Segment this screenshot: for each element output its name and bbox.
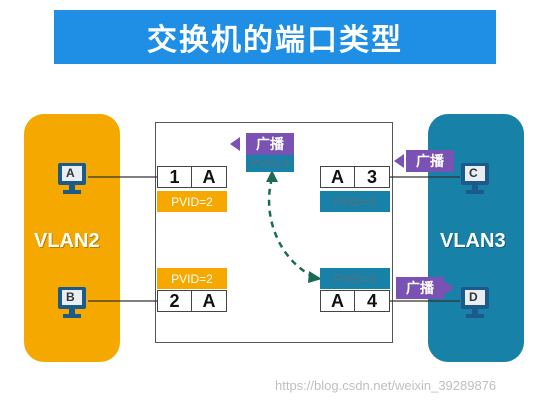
host-d-label: D [469,290,478,304]
port-4-row: A 4 [320,290,390,312]
broadcast-label-c: 广播 [406,150,454,172]
broadcast-arrow-icon [444,281,454,295]
page-title: 交换机的端口类型 [147,23,403,58]
vlan3-label: VLAN3 [440,230,506,252]
port-type-tag: A [320,166,355,188]
computer-icon [58,287,86,318]
broadcast-arrow-icon [230,137,240,151]
computer-icon [58,163,86,194]
host-c-label: C [469,166,478,180]
broadcast-label-d: 广播 [396,277,444,299]
broadcast-arrow-icon [394,154,404,168]
host-a-label: A [66,166,75,180]
dashed-arrow-head-bottom [308,271,322,283]
port-1-row: 1 A [157,166,227,188]
port-number: 1 [157,166,192,188]
vlan2-label: VLAN2 [34,230,100,252]
vlan2-panel [24,114,120,362]
port-1-pvid: PVID=2 [157,191,227,212]
port-2-pvid: PVID=2 [157,268,227,289]
computer-icon [461,163,489,194]
watermark-text: https://blog.csdn.net/weixin_39289876 [275,378,497,393]
port-type-tag: A [320,290,355,312]
port-2-row: 2 A [157,290,227,312]
port-number: 3 [355,166,390,188]
port-type-tag: A [192,290,227,312]
host-b-label: B [66,290,75,304]
port-number: 4 [355,290,390,312]
port-4-pvid: PVID=3 [320,268,390,289]
port-number: 2 [157,290,192,312]
center-frame-pvid: PVID=3 [246,155,294,172]
port-3-row: A 3 [320,166,390,188]
dashed-forward-arrow [267,177,313,278]
title-banner: 交换机的端口类型 [54,10,496,64]
dashed-arrow-head-top [266,170,278,182]
port-type-tag: A [192,166,227,188]
port-3-pvid: PVID=3 [320,191,390,212]
broadcast-frame-center: 广播 [246,133,294,155]
computer-icon [461,287,489,318]
